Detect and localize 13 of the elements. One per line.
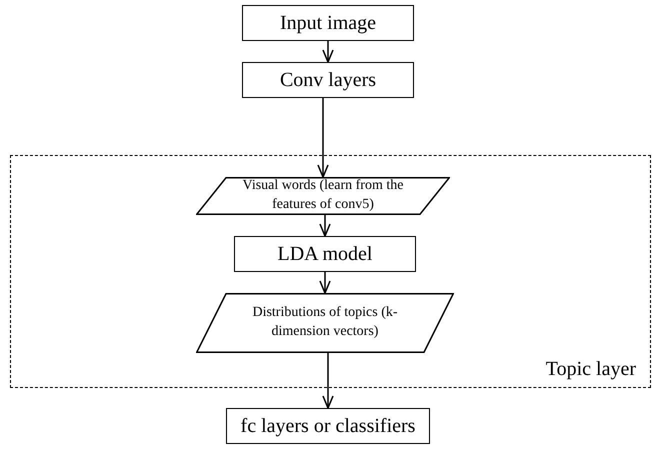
arrow [317, 98, 329, 178]
arrow [319, 272, 331, 294]
arrow [322, 353, 334, 409]
arrow [319, 215, 331, 237]
arrow [322, 41, 334, 63]
process-box: LDA model [234, 236, 416, 272]
process-box: Input image [242, 5, 414, 41]
region-label: Topic layer [546, 358, 636, 381]
data-parallelogram: Distributions of topics (k-dimension vectors) [196, 293, 454, 353]
data-parallelogram: Visual words (learn from the features of conv5) [196, 177, 450, 215]
process-box: Conv layers [242, 62, 414, 98]
dashed-region [10, 155, 651, 388]
process-box: fc layers or classifiers [226, 408, 430, 444]
